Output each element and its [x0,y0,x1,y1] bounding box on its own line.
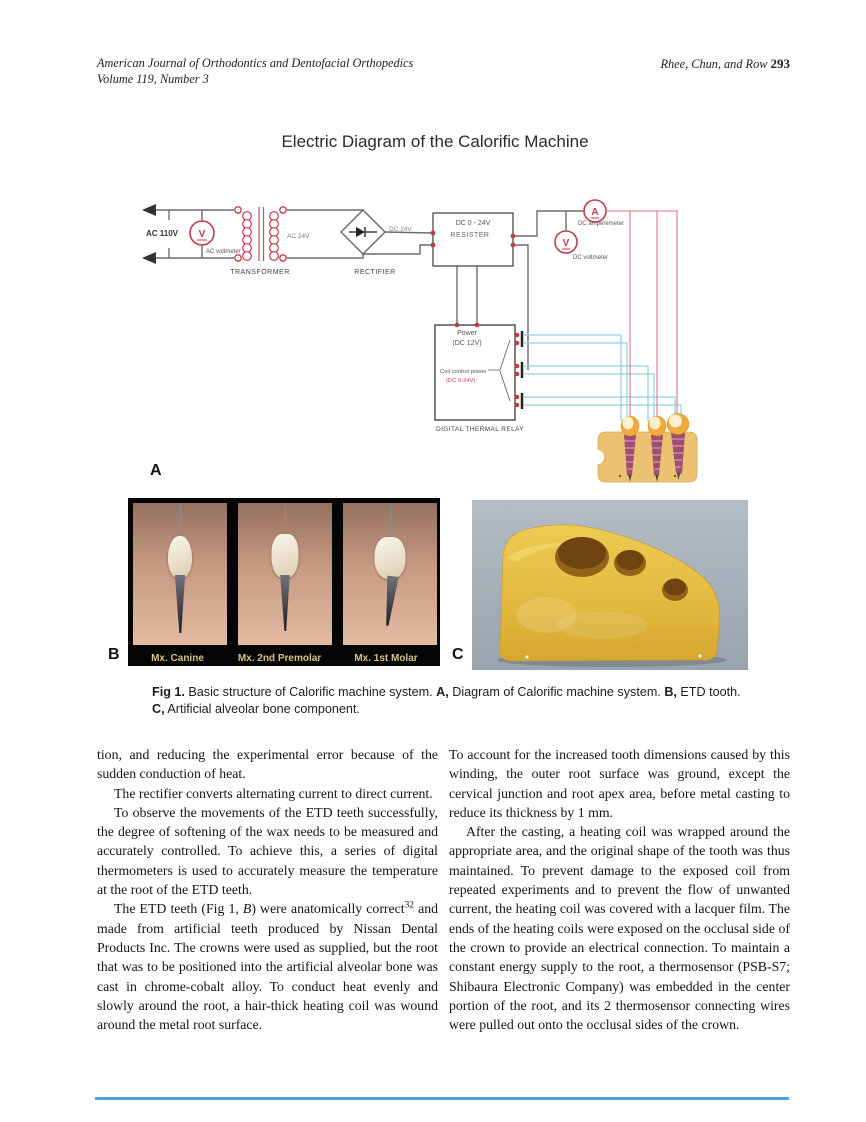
hanging-wire [390,503,391,539]
calorific-machine-diagram: V AC 110V AC voltmeter AC 24V TRANSFORME… [142,199,698,483]
diagram-tooth-1 [620,415,640,482]
transformer-label: TRANSFORMER [230,269,290,276]
paragraph: tion, and reducing the experimental erro… [97,747,438,782]
resister-label: RESISTER [450,232,489,239]
dc-voltmeter: V [554,230,578,254]
ac-24v-label: AC 24V [287,233,310,240]
paragraph: To observe the movements of the ETD teet… [97,804,438,898]
dc-voltmeter-symbol: V [563,238,570,249]
dc-voltmeter-label: DC voltmeter [573,255,608,261]
transformer [234,206,287,262]
body-left-column: tion, and reducing the experimental erro… [97,745,438,1034]
figure-caption: Fig 1. Basic structure of Calorific mach… [152,685,741,716]
diagram-tooth-3 [666,413,690,480]
paragraph: The rectifier converts alternating curre… [114,785,433,801]
photo-canine [133,503,227,645]
bone-socket-holes [555,537,688,601]
photo-label-canine: Mx. Canine [151,653,204,664]
thermosensor-wires [524,334,682,422]
dc-24v-label: DC 24V [389,226,412,233]
diagram-tooth-2 [647,415,667,482]
hanging-wire [180,503,181,539]
dc-amperemeter-label: DC amperemeter [578,221,624,227]
panel-a-label: A [150,462,162,479]
alveolar-bone-photo [472,500,748,670]
photo-label-molar: Mx. 1st Molar [354,653,418,664]
paragraph: After the casting, a heating coil was wr… [449,824,790,1033]
resister-box: DC 0 - 24V RESISTER [430,212,516,267]
etd-tooth-photos: Mx. Canine Mx. 2nd Premolar Mx. 1st Mola… [128,498,440,666]
journal-volume: Volume 119, Number 3 [97,71,209,86]
photo-label-premolar: Mx. 2nd Premolar [237,653,322,664]
circuit-wires [154,209,584,370]
bone-block [597,431,698,483]
relay-label: DIGITAL THERMAL RELAY [436,426,524,433]
body-right-column: To account for the increased tooth dimen… [449,745,790,1034]
tooth-crown [168,536,192,578]
tooth-root [280,575,290,631]
ammeter-symbol: A [591,207,598,218]
power-voltage-label: (DC 12V) [452,340,481,347]
ac-voltmeter-symbol: V [199,229,206,240]
ac-110v-label: AC 110V [146,229,179,238]
rectifier-label: RECTIFIER [354,269,395,276]
hanging-wire [285,503,286,539]
coil-control-label: Coil control power [440,369,486,375]
left-arrow-bottom [142,252,156,264]
paragraph: To account for the increased tooth dimen… [449,747,790,820]
tooth-crown [374,537,406,579]
power-label: Power [457,330,478,337]
diagram-title: Electric Diagram of the Calorific Machin… [281,132,589,151]
running-head: Rhee, Chun, and Row 293 [661,56,790,72]
tooth-root [174,575,186,633]
page-number: 293 [770,56,791,71]
coil-control-range: (DC 0-24V) [446,378,475,384]
photo-premolar [238,503,332,645]
ac-voltmeter: V [189,220,215,246]
resister-voltage-label: DC 0 - 24V [456,220,491,227]
ac-voltmeter-label: AC voltmeter [206,249,241,255]
journal-title: American Journal of Orthodontics and Den… [97,56,414,70]
rectifier [340,209,386,255]
wax-block-illustration [497,524,727,667]
dc-amperemeter: A [583,199,607,223]
photo-molar [343,503,437,645]
tooth-crown [271,534,299,578]
heating-coil-wires [606,210,678,421]
panel-c-label: C [452,646,464,663]
paragraph: The ETD teeth (Fig 1, B) were anatomical… [97,900,439,1033]
tooth-root [378,575,402,627]
panel-b-label: B [108,646,120,663]
left-arrow-top [142,204,156,216]
photo-label-strip: Mx. Canine Mx. 2nd Premolar Mx. 1st Mola… [128,653,440,664]
authors: Rhee, Chun, and Row [660,57,768,71]
journal-header: American Journal of Orthodontics and Den… [97,56,413,87]
digital-thermal-relay: Power (DC 12V) Coil control power (DC 0-… [434,322,524,421]
wax-block [499,524,720,662]
footer-rule [95,1097,789,1100]
bone-block-with-teeth [597,413,698,483]
